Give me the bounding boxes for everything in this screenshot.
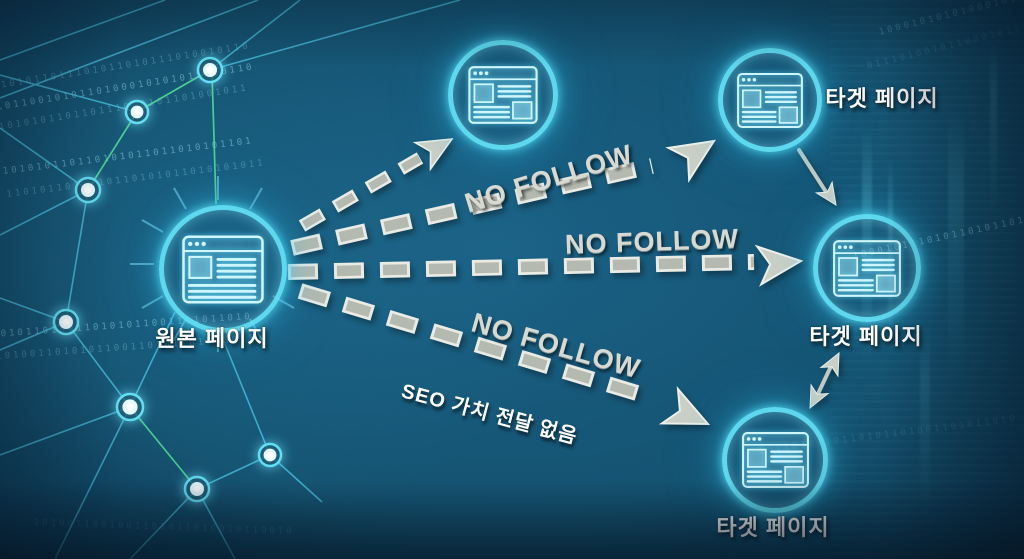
connector-arrow-top-to-middle [797, 148, 845, 211]
target-page-label-bottom: 타겟 페이지 [716, 515, 830, 540]
target-page-node-top [718, 48, 822, 152]
target-page-label-middle: 타겟 페이지 [809, 324, 923, 349]
browser-icon [736, 72, 804, 128]
target-page-node-bottom [722, 407, 828, 513]
browser-icon [182, 234, 264, 304]
nofollow-label-middle: NO FOLLOW [564, 223, 740, 260]
browser-icon [741, 431, 809, 489]
arrowhead [820, 348, 848, 377]
arrowhead [660, 388, 718, 443]
target-page-node-middle [813, 214, 921, 322]
arrowhead [801, 384, 829, 413]
browser-icon [832, 239, 902, 297]
source-page-node [159, 205, 287, 333]
browser-icon [468, 65, 538, 125]
page-node-top-center [448, 40, 558, 150]
target-page-label-top: 타겟 페이지 [825, 86, 939, 111]
arrowhead [667, 124, 726, 181]
arrowhead [756, 241, 804, 286]
source-page-label: 원본 페이지 [155, 326, 269, 351]
connector-arrow-middle-to-bottom [801, 348, 848, 413]
